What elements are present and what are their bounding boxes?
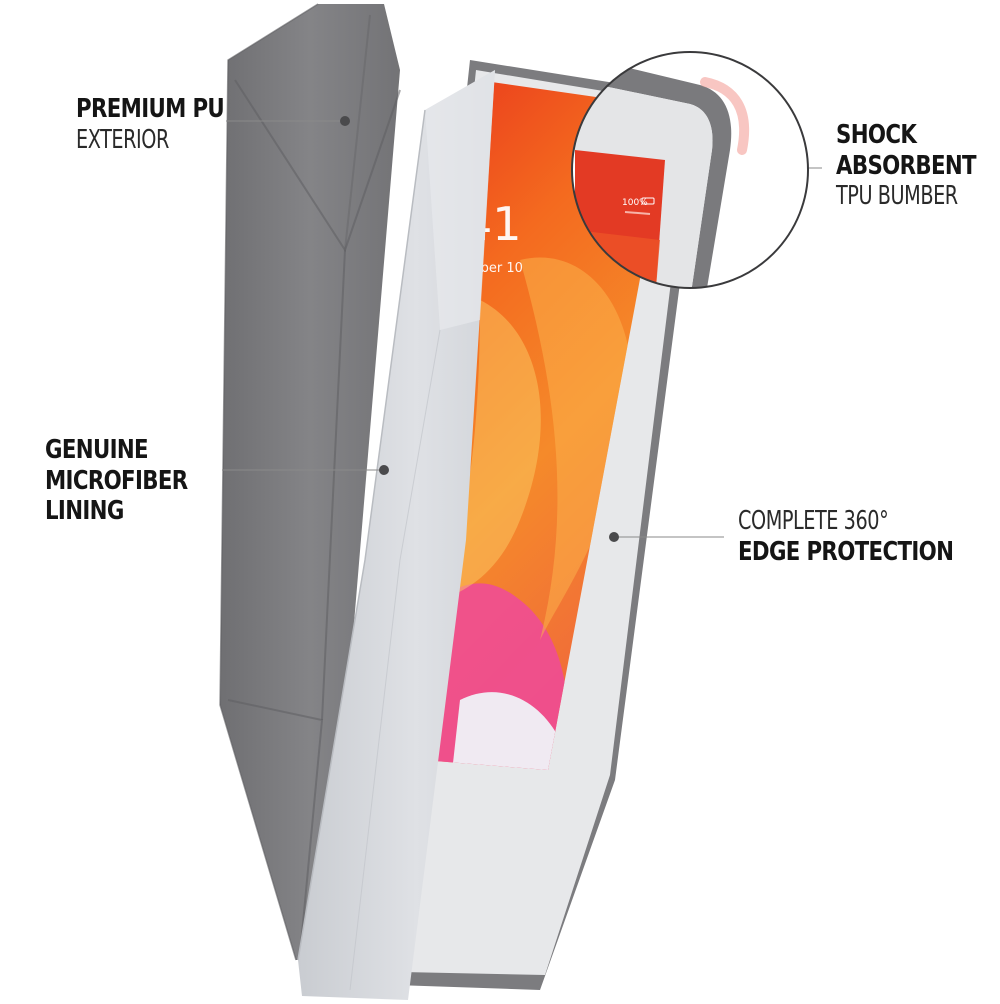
callout-exterior-title: PREMIUM PU (76, 94, 225, 124)
lining-dot (379, 465, 389, 475)
callout-lining-title-1: GENUINE (45, 435, 149, 465)
callout-microfiber-lining: GENUINE MICROFIBER LINING (45, 437, 219, 525)
callout-shock-bumper: SHOCK ABSORBENT TPU BUMBER (836, 122, 1000, 210)
front-flap-lining (297, 70, 495, 1000)
edge-dot (609, 532, 619, 542)
callout-exterior-subtitle: EXTERIOR (76, 124, 169, 155)
callout-edge-title: EDGE PROTECTION (738, 536, 954, 567)
callout-edge-protection: COMPLETE 360° EDGE PROTECTION (738, 508, 1000, 565)
callout-bumper-subtitle: TPU BUMBER (836, 181, 958, 212)
zoom-battery-text: 100% (622, 198, 648, 208)
callout-edge-subtitle: COMPLETE 360° (738, 506, 889, 536)
battery-icon (641, 197, 655, 205)
callout-lining-title-2: MICROFIBER (45, 465, 188, 496)
callout-lining-title-3: LINING (45, 496, 124, 527)
callout-bumper-title-2: ABSORBENT (836, 150, 977, 181)
callout-bumper-title-1: SHOCK (836, 120, 917, 150)
callout-premium-exterior: PREMIUM PU EXTERIOR (76, 96, 257, 153)
back-cover (219, 3, 401, 961)
exterior-dot (340, 116, 350, 126)
